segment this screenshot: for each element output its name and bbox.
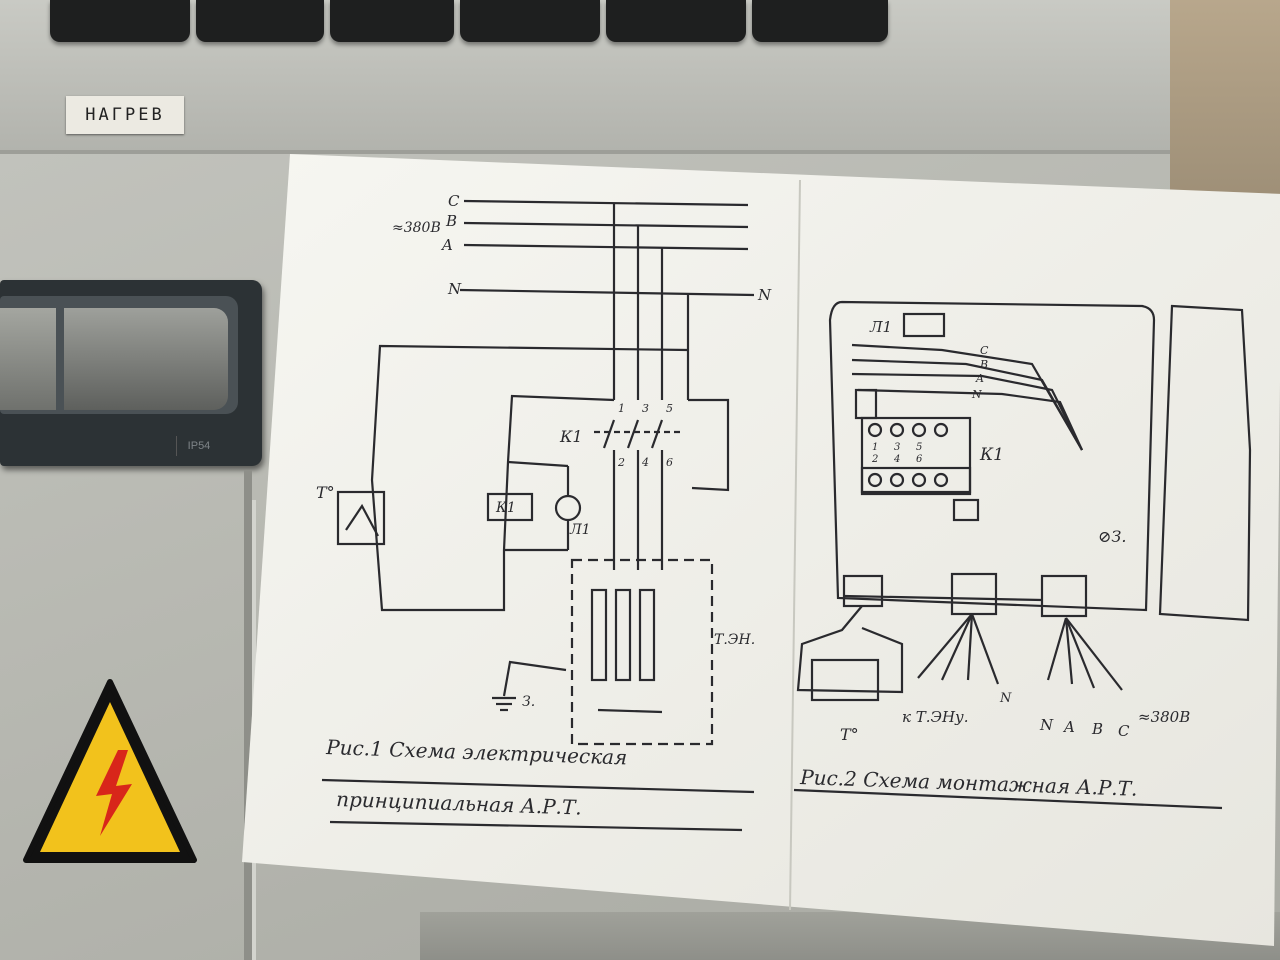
terminal-5: 5	[666, 402, 673, 415]
supply-n-label: N	[1039, 716, 1054, 734]
phase-c-label: C	[448, 192, 460, 210]
cardboard-background	[1170, 0, 1280, 200]
paper-sheet	[242, 154, 1280, 946]
supply-a-label: A	[1062, 718, 1075, 736]
top-switch	[196, 0, 324, 42]
heaters-label: Т.ЭН.	[714, 632, 755, 648]
heaters-neutral-label: N	[999, 691, 1012, 706]
ground-label: З.	[522, 694, 535, 710]
breaker-lever	[64, 308, 228, 410]
phase-a-label: A	[440, 236, 453, 254]
lamp-label-2: Л1	[869, 318, 892, 336]
terminal-6: 6	[666, 456, 673, 469]
terminal-2: 2	[617, 456, 625, 469]
top-switch	[50, 0, 190, 42]
supply-voltage-label: ≈380В	[1138, 708, 1190, 726]
k1-terminal-2: 2	[871, 454, 878, 465]
bus-a-label: A	[975, 372, 984, 385]
supply-b-label: B	[1091, 720, 1103, 738]
schematic-diagram-1	[321, 199, 755, 832]
k1-terminal-1: 1	[872, 442, 878, 453]
thermostat-label: Т°	[316, 483, 335, 502]
heating-label-plate: НАГРЕВ	[66, 96, 184, 134]
breaker-lever	[0, 308, 56, 410]
schematic-diagram-2	[793, 300, 1252, 810]
cabinet-bottom-edge	[420, 912, 1280, 960]
paper-fold	[789, 179, 801, 911]
top-switch	[606, 0, 746, 42]
supply-c-label: C	[1118, 722, 1130, 740]
k1-terminal-5: 5	[916, 442, 922, 453]
phase-b-label: B	[445, 212, 457, 230]
coil-label: К1	[495, 500, 516, 516]
contactor-label: К1	[559, 427, 583, 446]
voltage-label: ≈380В	[392, 220, 441, 236]
neutral-left-label: N	[447, 280, 462, 298]
door-seam-highlight	[252, 500, 256, 960]
contactor-label-2: К1	[979, 445, 1004, 465]
bus-c-label: C	[980, 344, 989, 357]
thermostat-label-2: Т°	[840, 725, 859, 744]
figure-1-caption: Рис.1 Схема электрическая	[325, 735, 628, 770]
ip-rating-label: IP54	[176, 436, 221, 456]
terminal-1: 1	[618, 402, 625, 415]
neutral-right-label: N	[757, 286, 772, 304]
bus-b-label: B	[979, 358, 988, 371]
schematic-sheet: C B A ≈380В N N К1 К1 Л1 Т° Т.ЭН. З. 1 3…	[242, 154, 1280, 946]
lamp-label: Л1	[569, 522, 591, 538]
k1-terminal-6: 6	[916, 454, 923, 465]
figure-2-caption: Рис.2 Схема монтажная А.Р.Т.	[799, 765, 1138, 801]
terminal-3: 3	[642, 402, 649, 415]
high-voltage-warning-icon	[23, 679, 197, 863]
k1-terminal-4: 4	[893, 454, 900, 465]
k1-terminal-3: 3	[894, 442, 900, 453]
terminal-4: 4	[641, 456, 649, 469]
top-switch	[460, 0, 600, 42]
to-heaters-label: к Т.ЭНу.	[902, 708, 969, 726]
figure-1-caption-line2: принципиальная А.Р.Т.	[336, 787, 582, 820]
bus-n-label: N	[971, 388, 982, 401]
top-switch	[752, 0, 888, 42]
ground-label-2: ⊘З.	[1098, 527, 1126, 546]
top-switch	[330, 0, 454, 42]
door-seam	[244, 470, 252, 960]
